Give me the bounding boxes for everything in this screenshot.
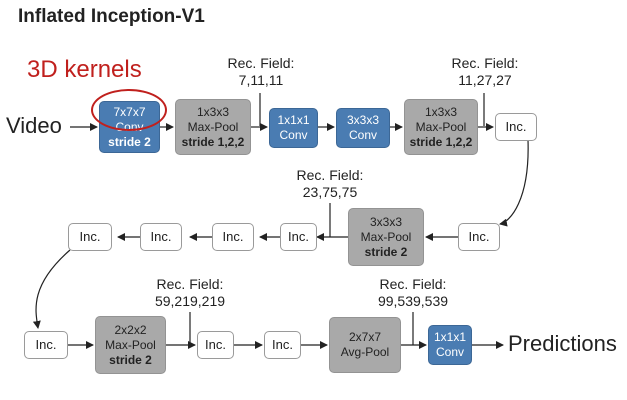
kernels-caption: 3D kernels: [27, 56, 142, 83]
conv-1x1x1-block: 1x1x1 Conv: [269, 108, 318, 148]
highlight-ellipse: [91, 89, 167, 131]
inception-block: Inc.: [458, 223, 500, 251]
conv-3x3x3-block: 3x3x3 Conv: [336, 108, 390, 148]
rec-field-4: Rec. Field: 59,219,219: [154, 276, 226, 309]
arrow-wrap-1: [499, 139, 529, 227]
input-label: Video: [6, 113, 62, 138]
inception-block: Inc.: [24, 331, 68, 359]
inception-block: Inc.: [212, 223, 254, 251]
avgpool-block: 2x7x7 Avg-Pool: [329, 317, 401, 373]
maxpool-4-block: 2x2x2 Max-Pool stride 2: [95, 316, 166, 374]
inception-block: Inc.: [197, 331, 234, 359]
conv-final-block: 1x1x1 Conv: [428, 325, 472, 365]
rec-field-3: Rec. Field: 23,75,75: [296, 167, 364, 200]
rec-field-2: Rec. Field: 11,27,27: [451, 55, 519, 88]
inception-block: Inc.: [495, 113, 537, 141]
inception-block: Inc.: [68, 223, 112, 251]
rec-field-1: Rec. Field: 7,11,11: [227, 55, 295, 88]
diagram-title: Inflated Inception-V1: [18, 6, 205, 27]
rec-field-5: Rec. Field: 99,539,539: [377, 276, 449, 309]
arrow-wrap-2: [32, 249, 71, 329]
inception-block: Inc.: [280, 223, 317, 251]
inception-block: Inc.: [140, 223, 182, 251]
inception-block: Inc.: [264, 331, 301, 359]
output-label: Predictions: [508, 331, 617, 356]
maxpool-1-block: 1x3x3 Max-Pool stride 1,2,2: [175, 99, 251, 155]
maxpool-3-block: 3x3x3 Max-Pool stride 2: [348, 208, 424, 266]
maxpool-2-block: 1x3x3 Max-Pool stride 1,2,2: [404, 99, 478, 155]
